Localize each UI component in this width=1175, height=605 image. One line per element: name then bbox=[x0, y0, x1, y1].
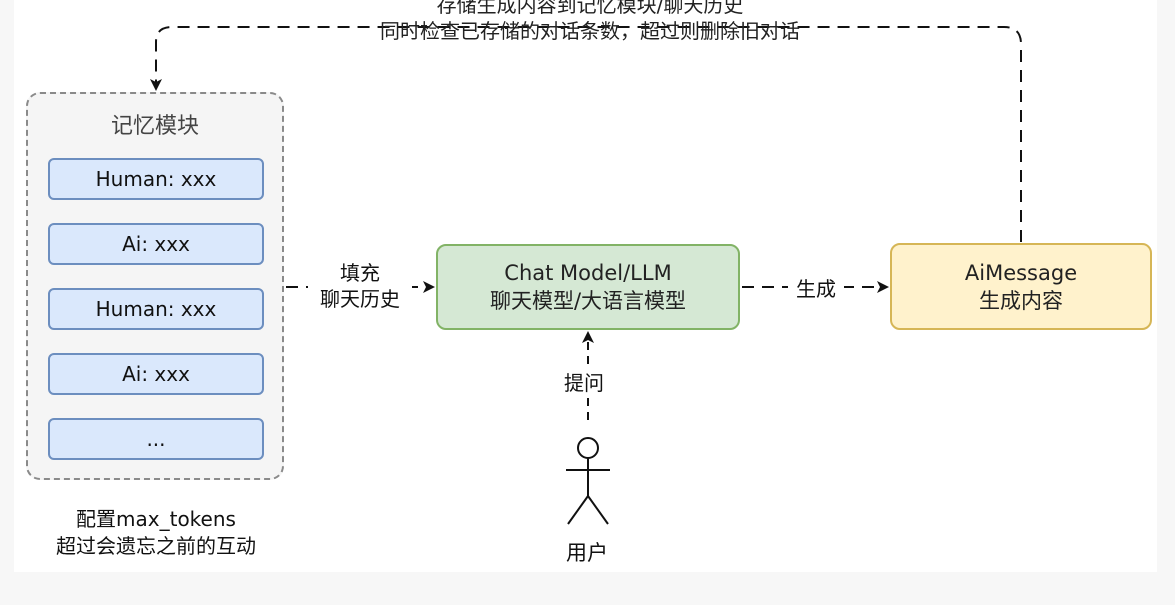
memory-message: ... bbox=[48, 418, 264, 460]
ai-message-title: AiMessage bbox=[964, 260, 1078, 285]
memory-caption: 配置max_tokens 超过会遗忘之前的互动 bbox=[14, 506, 298, 560]
store-memory-note-line1: 存储生成内容到记忆模块/聊天历史 bbox=[436, 0, 744, 17]
ai-message-subtitle: 生成内容 bbox=[979, 288, 1063, 313]
fill-history-label-line2: 聊天历史 bbox=[320, 287, 400, 311]
ask-label: 提问 bbox=[556, 370, 612, 396]
llm-node-subtitle: 聊天模型/大语言模型 bbox=[489, 289, 687, 313]
memory-module-title: 记忆模块 bbox=[110, 114, 199, 139]
store-memory-note-line2: 同时检查已存储的对话条数，超过则删除旧对话 bbox=[380, 19, 800, 43]
store-memory-arrow bbox=[150, 26, 1022, 242]
store-memory-note: 存储生成内容到记忆模块/聊天历史 同时检查已存储的对话条数，超过则删除旧对话 bbox=[330, 0, 850, 44]
memory-message: Human: xxx bbox=[48, 288, 264, 330]
user-label: 用户 bbox=[566, 541, 608, 565]
generate-label: 生成 bbox=[788, 276, 844, 302]
fill-history-label-line1: 填充 bbox=[340, 261, 380, 285]
memory-message: Ai: xxx bbox=[48, 353, 264, 395]
llm-node-title: Chat Model/LLM bbox=[504, 261, 672, 285]
ai-message-node: AiMessage 生成内容 bbox=[890, 243, 1152, 330]
llm-node: Chat Model/LLM 聊天模型/大语言模型 bbox=[436, 244, 740, 330]
memory-message: Human: xxx bbox=[48, 158, 264, 200]
memory-caption-line1: 配置max_tokens bbox=[76, 507, 236, 531]
fill-history-label: 填充 聊天历史 bbox=[308, 260, 412, 312]
memory-caption-line2: 超过会遗忘之前的互动 bbox=[56, 534, 256, 558]
memory-message: Ai: xxx bbox=[48, 223, 264, 265]
memory-module: 记忆模块 Human: xxx Ai: xxx Human: xxx Ai: x… bbox=[26, 92, 284, 480]
user-actor-icon bbox=[566, 437, 610, 525]
